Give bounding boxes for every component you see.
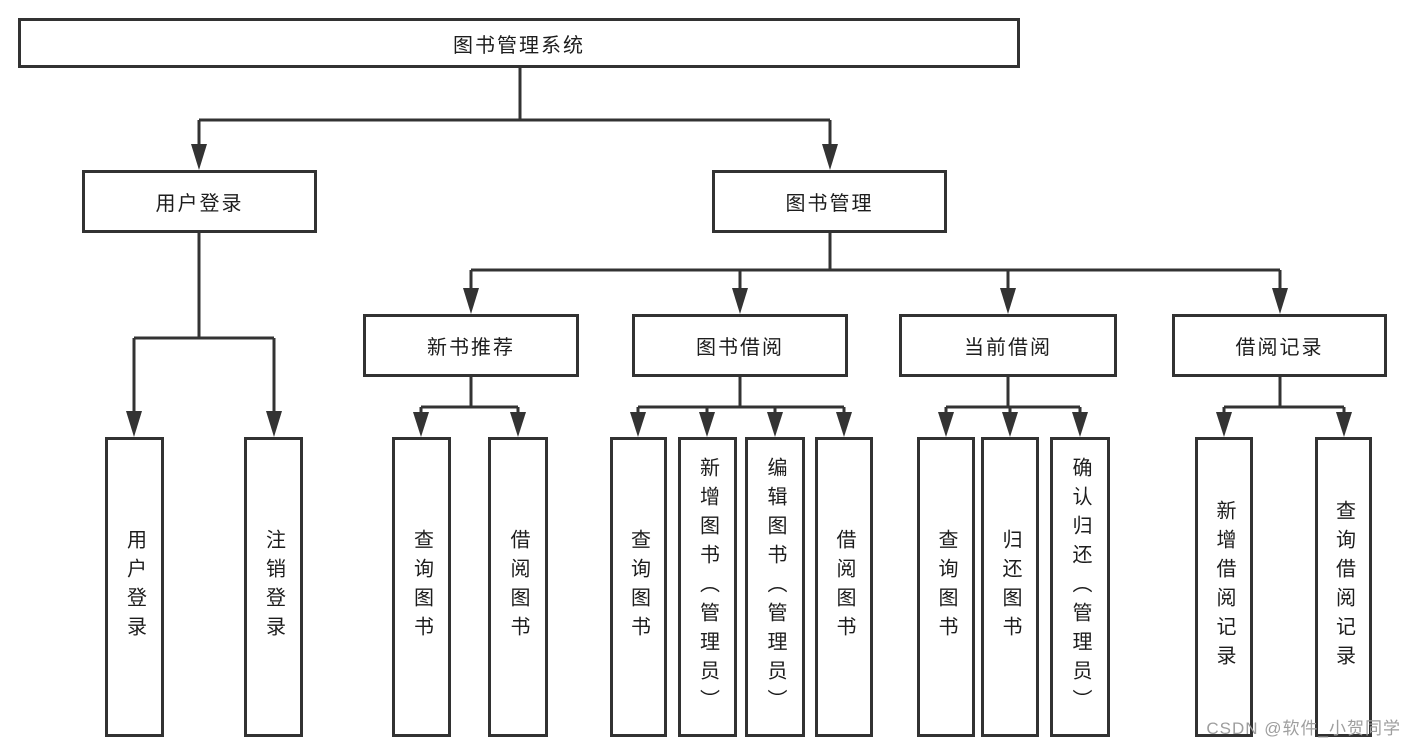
leaf-confirm-return-admin: 确认归还（管理员） <box>1050 437 1110 737</box>
leaf-confirm-return-admin-label: 确认归还（管理员） <box>1069 456 1091 718</box>
arrowheads-current-borrow-children <box>938 412 1088 437</box>
node-library-system-label: 图书管理系统 <box>453 34 585 57</box>
leaf-query-books-current: 查询图书 <box>917 437 975 737</box>
arrowheads-book-mgmt-children <box>463 288 1288 314</box>
node-new-book-recommend-label: 新书推荐 <box>427 337 515 359</box>
leaf-borrow-books-recommend: 借阅图书 <box>488 437 548 737</box>
leaf-edit-book-admin: 编辑图书（管理员） <box>745 437 805 737</box>
leaf-query-books-borrow: 查询图书 <box>610 437 667 737</box>
leaf-add-book-admin: 新增图书（管理员） <box>678 437 737 737</box>
connector-book-borrow-children <box>636 377 846 413</box>
leaf-query-books-borrow-label: 查询图书 <box>627 529 650 645</box>
leaf-logout-label: 注销登录 <box>262 529 285 645</box>
arrowheads-user-login-children <box>126 411 282 437</box>
leaf-return-books-label: 归还图书 <box>999 529 1021 645</box>
leaf-query-borrow-record: 查询借阅记录 <box>1315 437 1372 737</box>
node-user-login: 用户登录 <box>82 170 317 233</box>
arrowheads-records-children <box>1216 412 1352 437</box>
node-new-book-recommend: 新书推荐 <box>363 314 579 377</box>
arrowheads-level2 <box>191 144 838 170</box>
leaf-query-books-current-label: 查询图书 <box>935 529 957 645</box>
node-borrow-records: 借阅记录 <box>1172 314 1387 377</box>
leaf-user-login-label: 用户登录 <box>123 529 146 645</box>
node-current-borrow: 当前借阅 <box>899 314 1117 377</box>
csdn-watermark: CSDN @软件_小贺同学 <box>1206 719 1401 738</box>
leaf-add-borrow-record-label: 新增借阅记录 <box>1213 500 1235 674</box>
node-library-system: 图书管理系统 <box>18 18 1020 68</box>
leaf-user-login: 用户登录 <box>105 437 164 737</box>
node-user-login-label: 用户登录 <box>155 193 244 215</box>
arrowheads-new-rec-children <box>413 412 526 437</box>
leaf-borrow-books-label: 借阅图书 <box>833 529 855 645</box>
node-current-borrow-label: 当前借阅 <box>964 337 1052 359</box>
connector-user-login-children <box>132 233 276 412</box>
leaf-borrow-books: 借阅图书 <box>815 437 873 737</box>
leaf-logout: 注销登录 <box>244 437 303 737</box>
leaf-return-books: 归还图书 <box>981 437 1039 737</box>
node-book-management-label: 图书管理 <box>785 193 874 215</box>
leaf-query-borrow-record-label: 查询借阅记录 <box>1332 500 1355 674</box>
leaf-edit-book-admin-label: 编辑图书（管理员） <box>764 456 786 718</box>
leaf-add-book-admin-label: 新增图书（管理员） <box>696 456 719 718</box>
node-book-borrow: 图书借阅 <box>632 314 848 377</box>
leaf-add-borrow-record: 新增借阅记录 <box>1195 437 1253 737</box>
connector-book-mgmt-children <box>469 233 1282 289</box>
leaf-query-books-recommend-label: 查询图书 <box>410 529 433 645</box>
arrowheads-book-borrow-children <box>630 412 852 437</box>
connector-root-to-level2 <box>197 68 832 145</box>
connector-records-children <box>1222 377 1346 413</box>
node-borrow-records-label: 借阅记录 <box>1235 337 1324 359</box>
node-book-management: 图书管理 <box>712 170 947 233</box>
leaf-borrow-books-recommend-label: 借阅图书 <box>507 529 529 645</box>
connector-current-borrow-children <box>944 377 1082 413</box>
node-book-borrow-label: 图书借阅 <box>696 337 784 359</box>
connector-new-rec-children <box>419 377 520 413</box>
leaf-query-books-recommend: 查询图书 <box>392 437 451 737</box>
